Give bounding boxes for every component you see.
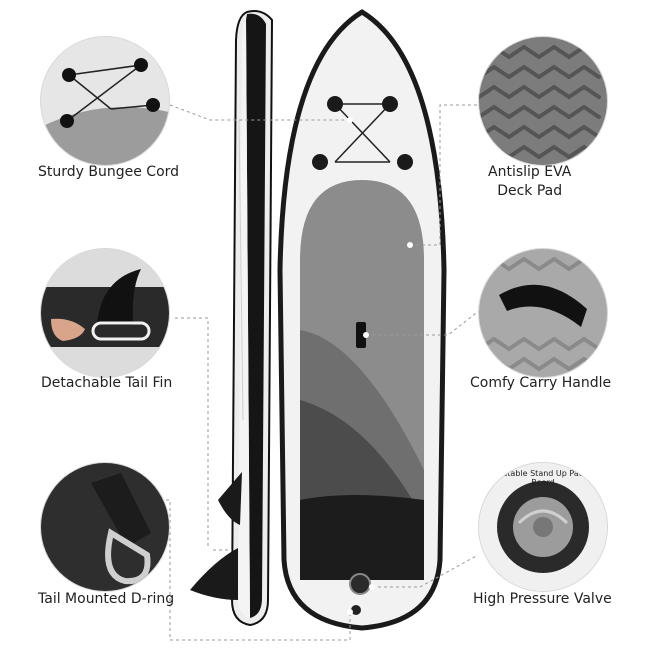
d-ring-icon: [351, 605, 361, 615]
valve-icon: [349, 573, 371, 595]
pressure-valve-closeup: Inflatable Stand Up Paddle Board: [478, 462, 608, 592]
d-ring-label: Tail Mounted D-ring: [38, 591, 175, 607]
carry-handle-icon: [356, 322, 366, 348]
pressure-valve-label: High Pressure Valve: [473, 591, 612, 607]
tail-fin-label: Detachable Tail Fin: [41, 375, 173, 391]
deck-pad-label: Antislip EVA Deck Pad: [488, 163, 571, 201]
d-ring-closeup: [40, 462, 170, 592]
bungee-cord-label: Sturdy Bungee Cord: [38, 164, 180, 180]
deck-pad-label-line1: Antislip EVA: [488, 164, 572, 180]
valve-ring-text: Inflatable Stand Up Paddle Board: [489, 469, 597, 487]
tail-fin-closeup: [40, 248, 170, 378]
carry-handle-closeup: [478, 248, 608, 378]
carry-handle-label: Comfy Carry Handle: [470, 375, 612, 391]
deck-pad-label-line2: Deck Pad: [497, 183, 563, 199]
deck-pad-closeup: [478, 36, 608, 166]
bungee-cord-closeup: [40, 36, 170, 166]
bungee-cord-icon: [312, 96, 413, 170]
